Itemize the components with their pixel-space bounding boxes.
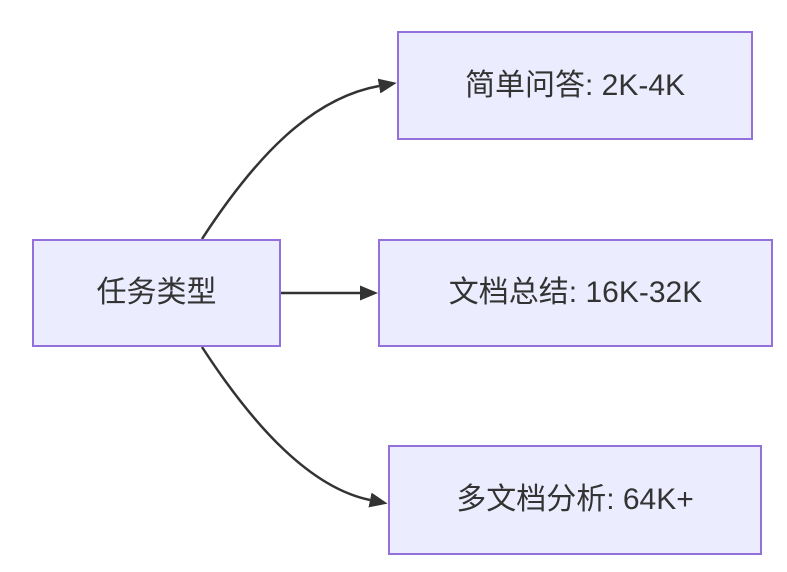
node-multi-doc: 多文档分析: 64K+ — [388, 445, 762, 555]
node-simple-qa-label: 简单问答: 2K-4K — [464, 68, 686, 102]
node-doc-summary-label: 文档总结: 16K-32K — [448, 276, 703, 309]
node-doc-summary: 文档总结: 16K-32K — [378, 239, 773, 347]
node-multi-doc-label: 多文档分析: 64K+ — [456, 483, 694, 516]
node-task-type-label: 任务类型 — [96, 276, 217, 309]
edge-root-to-multi-doc — [200, 346, 388, 508]
edge-root-to-simple-qa — [200, 78, 397, 240]
node-simple-qa: 简单问答: 2K-4K — [397, 31, 753, 140]
node-task-type: 任务类型 — [32, 239, 281, 347]
